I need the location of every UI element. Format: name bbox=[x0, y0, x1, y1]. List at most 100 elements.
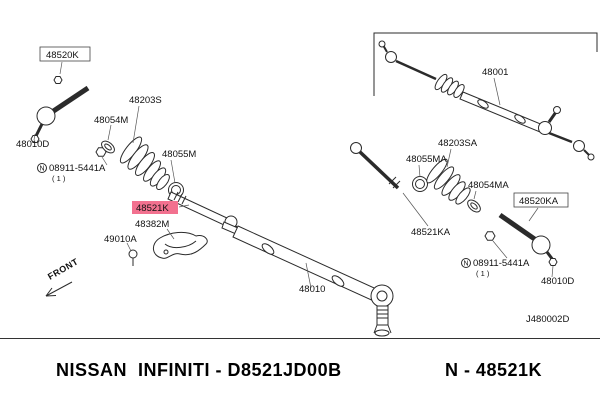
mount-clamp bbox=[477, 99, 489, 109]
rod-body bbox=[358, 150, 400, 190]
bolt-hole bbox=[163, 249, 169, 255]
shield-body bbox=[153, 231, 208, 259]
thread bbox=[392, 180, 401, 189]
yoke-end bbox=[374, 329, 390, 337]
label-box-48520ka bbox=[513, 192, 569, 208]
tie-rod-arm bbox=[498, 212, 538, 243]
stud-nut bbox=[587, 153, 595, 161]
right-washer-48054ma bbox=[467, 199, 481, 213]
arrow-shaft bbox=[45, 281, 73, 297]
stud-nut bbox=[548, 258, 558, 266]
shaft-end bbox=[553, 106, 561, 114]
label-49010a: 49010A bbox=[104, 234, 137, 245]
label-48520ka: 48520KA bbox=[519, 196, 559, 207]
front-arrow: FRONT bbox=[45, 256, 80, 297]
circled-n-letter: N bbox=[464, 261, 469, 268]
arrow-head bbox=[45, 295, 57, 297]
circled-n-icon bbox=[37, 163, 47, 173]
yoke-arm bbox=[373, 324, 378, 334]
label-48055m: 48055M bbox=[162, 149, 196, 160]
assembly-48001 bbox=[373, 32, 598, 161]
label-nut-left-qty: ( 1 ) bbox=[52, 174, 66, 183]
ball-housing bbox=[36, 106, 56, 126]
label-nut-left: 08911-5441A bbox=[49, 163, 106, 174]
diagram-code: J480002D bbox=[526, 314, 569, 325]
heat-shield-48382m bbox=[153, 231, 208, 259]
label-48054m: 48054M bbox=[94, 115, 128, 126]
mount-clamp bbox=[514, 114, 526, 124]
stud-nut bbox=[378, 40, 386, 48]
label-48055ma: 48055MA bbox=[406, 154, 447, 165]
group-bracket bbox=[373, 32, 598, 96]
label-48520k: 48520K bbox=[46, 50, 79, 61]
right-lock-nut-08911 bbox=[484, 231, 496, 241]
washer-hole bbox=[104, 143, 112, 151]
shield-crease bbox=[164, 240, 197, 249]
label-48382m: 48382M bbox=[135, 219, 169, 230]
caption-part-number: N - 48521K bbox=[444, 359, 542, 380]
boot-fold bbox=[433, 166, 455, 190]
steering-gear-48010 bbox=[221, 221, 394, 337]
lock-nut bbox=[53, 76, 63, 84]
label-48521k: 48521K bbox=[136, 203, 169, 214]
tie-rod-ball bbox=[573, 140, 585, 152]
right-inner-tie-rod-48521ka bbox=[350, 142, 401, 190]
label-48010d-right: 48010D bbox=[541, 276, 574, 287]
caption-bar: NISSAN INFINITI - D8521JD00B N - 48521K bbox=[0, 338, 600, 400]
input-shaft bbox=[547, 111, 558, 123]
label-nut-right: 08911-5441A bbox=[473, 258, 530, 269]
label-box-48520k bbox=[39, 46, 91, 62]
highlight-48521k bbox=[132, 201, 178, 214]
bolt-49010a bbox=[128, 249, 138, 266]
right-boot-48203sa bbox=[426, 158, 471, 205]
boot-fold bbox=[426, 158, 448, 184]
pinion-bore bbox=[376, 290, 388, 302]
oring-inner bbox=[415, 179, 425, 189]
mount-ear bbox=[331, 275, 345, 287]
mount-ear bbox=[261, 243, 275, 255]
circled-n-icon bbox=[461, 258, 471, 268]
boot-fold bbox=[453, 84, 465, 98]
gear-tube bbox=[459, 91, 544, 133]
thread bbox=[181, 195, 187, 205]
label-48001: 48001 bbox=[482, 67, 508, 78]
tie-rod bbox=[395, 59, 437, 81]
label-48010d-left: 48010D bbox=[16, 139, 49, 150]
label-48521ka: 48521KA bbox=[411, 227, 451, 238]
thread bbox=[177, 193, 183, 203]
thread bbox=[173, 191, 179, 201]
label-48203s: 48203S bbox=[129, 95, 162, 106]
left-washer-48054m bbox=[101, 140, 115, 154]
right-oring-48055ma bbox=[412, 176, 428, 192]
label-48054ma: 48054MA bbox=[468, 180, 509, 191]
leader-lines bbox=[33, 61, 554, 289]
label-48203sa: 48203SA bbox=[438, 138, 478, 149]
bolt-head bbox=[128, 249, 138, 259]
tie-rod-arm bbox=[50, 85, 90, 115]
ball-stud bbox=[34, 123, 44, 137]
label-nut-right-qty: ( 1 ) bbox=[476, 269, 490, 278]
input-shaft bbox=[376, 305, 389, 326]
washer-hole bbox=[470, 202, 478, 210]
left-boot-48203s bbox=[119, 136, 170, 191]
tie-rod-ball bbox=[385, 51, 397, 63]
pinion-housing bbox=[538, 121, 552, 135]
left-outer-tie-rod-end bbox=[30, 76, 90, 143]
right-outer-tie-rod-end-48520ka bbox=[498, 212, 558, 266]
part-labels: 48520K 48010D N 08911-5441A ( 1 ) 48054M… bbox=[16, 46, 574, 325]
circled-n-letter: N bbox=[40, 166, 45, 173]
inner-socket bbox=[350, 142, 362, 154]
label-48010: 48010 bbox=[299, 284, 325, 295]
caption-part-description: NISSAN INFINITI - D8521JD00B bbox=[56, 359, 342, 380]
boot-fold bbox=[156, 173, 170, 191]
front-label: FRONT bbox=[46, 256, 80, 281]
boot-fold bbox=[455, 187, 471, 205]
yoke-arm bbox=[387, 324, 392, 334]
arrow-head bbox=[45, 287, 53, 297]
parts-diagram: FRONT 48520K 48010D bbox=[16, 32, 598, 337]
ball-housing bbox=[531, 235, 551, 255]
tie-rod bbox=[548, 131, 573, 144]
hex-nut bbox=[484, 231, 496, 241]
thread bbox=[388, 176, 397, 185]
